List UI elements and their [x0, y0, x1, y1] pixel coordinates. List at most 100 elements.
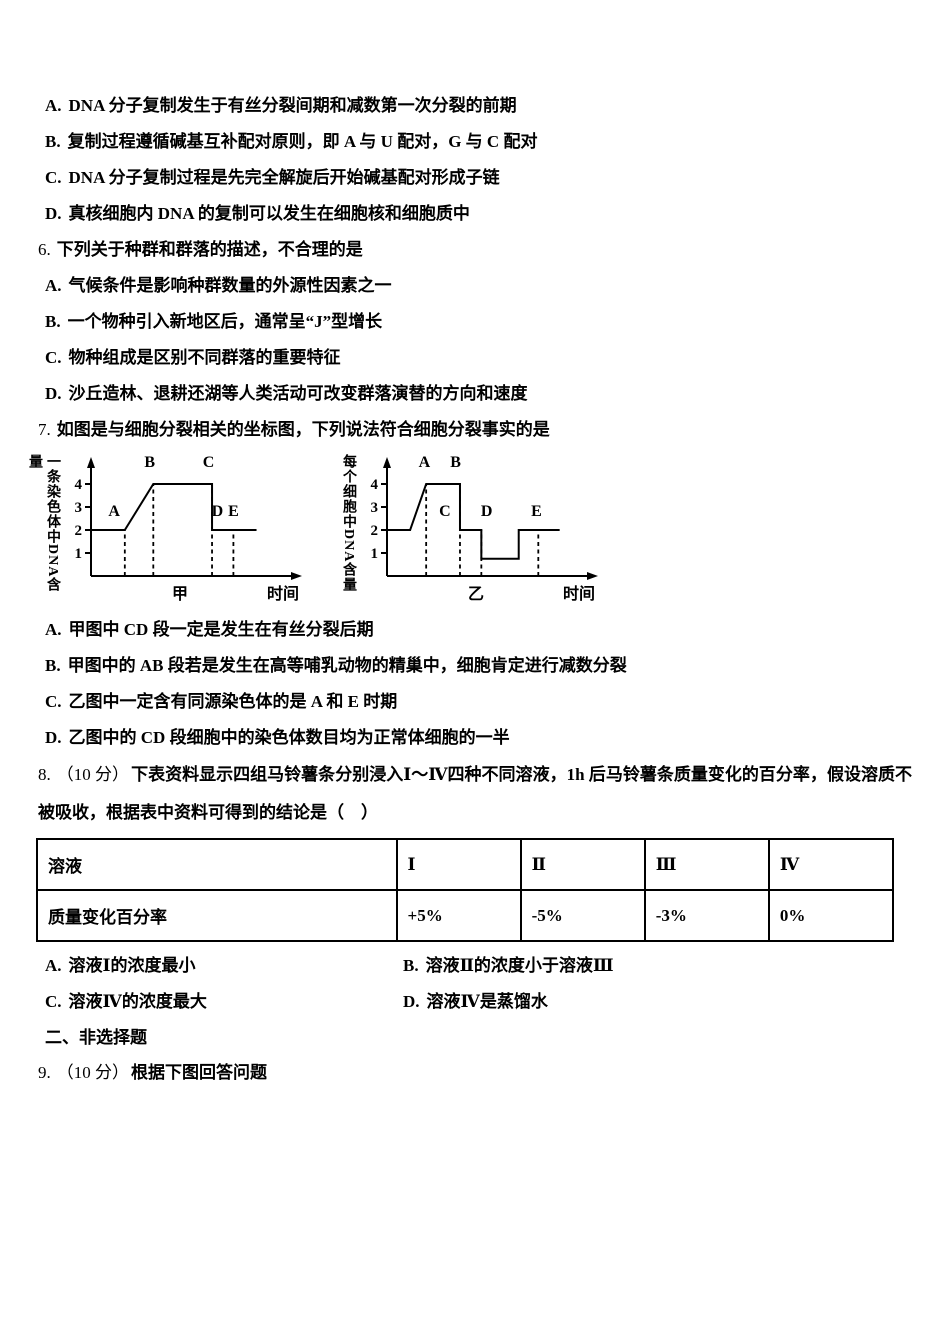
q8-option-b: B. 溶液Ⅱ的浓度小于溶液Ⅲ [403, 948, 912, 984]
q5-option-d: D. 真核细胞内 DNA 的复制可以发生在细胞核和细胞质中 [45, 196, 912, 232]
question-score: （10 分） [56, 765, 130, 784]
option-text: 一个物种引入新地区后，通常呈“J”型增长 [67, 312, 383, 331]
exam-page: A. DNA 分子复制发生于有丝分裂间期和减数第一次分裂的前期 B. 复制过程遵循碱… [27, 88, 912, 1091]
q5-option-b: B. 复制过程遵循碱基互补配对原则，即 A 与 U 配对，G 与 C 配对 [45, 124, 912, 160]
option-text: 复制过程遵循碱基互补配对原则，即 A 与 U 配对，G 与 C 配对 [67, 132, 538, 151]
q8-option-d: D. 溶液Ⅳ是蒸馏水 [403, 984, 912, 1020]
table-value-ii: -5% [519, 889, 646, 942]
table-value-iii: -3% [643, 889, 770, 942]
option-letter: B. [45, 312, 61, 331]
question-number: 7. [38, 420, 51, 439]
svg-text:1: 1 [371, 546, 379, 562]
q7-stem: 7. 如图是与细胞分裂相关的坐标图，下列说法符合细胞分裂事实的是 [38, 412, 912, 448]
table-value-i: +5% [395, 889, 522, 942]
question-score: （10 分） [56, 1063, 129, 1082]
svg-text:3: 3 [75, 500, 83, 516]
option-text: 溶液Ⅳ的浓度最大 [68, 992, 207, 1011]
svg-text:时间: 时间 [563, 584, 595, 603]
svg-text:2: 2 [371, 523, 379, 539]
table-value-iv: 0% [767, 889, 895, 942]
option-text: 乙图中一定含有同源染色体的是 A 和 E 时期 [68, 692, 398, 711]
chart-yi-y-axis-label: 每个细胞中DNA含量 [341, 454, 356, 593]
svg-text:时间: 时间 [267, 584, 299, 603]
question-9-stem: 9.（10 分）根据下图回答问题 [38, 1055, 912, 1091]
table-header-ii: Ⅱ [519, 838, 646, 891]
option-letter: D. [45, 384, 62, 403]
svg-text:E: E [531, 503, 542, 520]
svg-text:4: 4 [371, 477, 379, 493]
q7-option-d: D.乙图中的 CD 段细胞中的染色体数目均为正常体细胞的一半 [45, 720, 912, 756]
table-header-row: 溶液 Ⅰ Ⅱ Ⅲ Ⅳ [36, 838, 895, 891]
q8-option-a: A. 溶液Ⅰ的浓度最小 [45, 948, 403, 984]
svg-text:2: 2 [75, 523, 83, 539]
option-text: DNA 分子复制发生于有丝分裂间期和减数第一次分裂的前期 [68, 96, 517, 115]
option-letter: A. [45, 96, 62, 115]
q8-option-c: C. 溶液Ⅳ的浓度最大 [45, 984, 403, 1020]
option-letter: B. [45, 132, 61, 151]
q6-option-d: D.沙丘造林、退耕还湖等人类活动可改变群落演替的方向和速度 [45, 376, 912, 412]
option-text: 溶液Ⅱ的浓度小于溶液Ⅲ [425, 956, 614, 975]
q6-option-c: C. 物种组成是区别不同群落的重要特征 [45, 340, 912, 376]
table-header-iv: Ⅳ [767, 838, 895, 891]
option-text: DNA 分子复制过程是先完全解旋后开始碱基配对形成子链 [68, 168, 500, 187]
svg-text:甲: 甲 [172, 585, 188, 603]
section-2-title: 二、非选择题 [45, 1028, 147, 1047]
q5-option-c: C.DNA 分子复制过程是先完全解旋后开始碱基配对形成子链 [45, 160, 912, 196]
option-letter: A. [45, 276, 62, 295]
table-header-solution: 溶液 [36, 838, 398, 891]
q6-option-a: A.气候条件是影响种群数量的外源性因素之一 [45, 268, 912, 304]
chart-jia-y-axis-label: 一条染色体中DNA含量 [27, 454, 60, 593]
option-letter: D. [45, 728, 62, 747]
svg-text:C: C [203, 454, 215, 471]
q8-stem: 8.（10 分）下表资料显示四组马铃薯条分别浸入Ⅰ～Ⅳ四种不同溶液，1h 后马铃… [38, 756, 912, 832]
svg-text:A: A [108, 503, 120, 520]
option-text: 真核细胞内 DNA 的复制可以发生在细胞核和细胞质中 [68, 204, 470, 223]
question-6: 6.下列关于种群和群落的描述，不合理的是 A.气候条件是影响种群数量的外源性因素… [38, 232, 912, 412]
svg-text:C: C [439, 503, 451, 520]
option-letter: C. [45, 692, 62, 711]
question-7: 7. 如图是与细胞分裂相关的坐标图，下列说法符合细胞分裂事实的是 一条染色体中DN… [27, 412, 912, 756]
svg-text:B: B [144, 454, 155, 471]
table-data-row: 质量变化百分率 +5% -5% -3% 0% [36, 889, 895, 942]
svg-text:4: 4 [75, 477, 83, 493]
option-letter: B. [403, 956, 419, 975]
option-letter: D. [403, 992, 420, 1011]
question-8: 8.（10 分）下表资料显示四组马铃薯条分别浸入Ⅰ～Ⅳ四种不同溶液，1h 后马铃… [36, 756, 912, 1020]
svg-text:A: A [419, 454, 431, 471]
q6-stem: 6.下列关于种群和群落的描述，不合理的是 [38, 232, 912, 268]
option-letter: A. [45, 620, 62, 639]
q7-option-b: B.甲图中的 AB 段若是发生在高等哺乳动物的精巢中，细胞肯定进行减数分裂 [45, 648, 912, 684]
table-header-i: Ⅰ [395, 838, 522, 891]
option-letter: D. [45, 204, 62, 223]
question-text: 下表资料显示四组马铃薯条分别浸入Ⅰ～Ⅳ四种不同溶液，1h 后马铃薯条质量变化的百… [38, 765, 913, 822]
option-text: 甲图中 CD 段一定是发生在有丝分裂后期 [68, 620, 374, 639]
question-5-options: A. DNA 分子复制发生于有丝分裂间期和减数第一次分裂的前期 B. 复制过程遵循碱… [45, 88, 912, 232]
question-number: 9. [38, 1063, 51, 1082]
option-letter: C. [45, 992, 62, 1011]
q5-option-a: A. DNA 分子复制发生于有丝分裂间期和减数第一次分裂的前期 [45, 88, 912, 124]
svg-text:1: 1 [75, 546, 83, 562]
option-letter: B. [45, 656, 61, 675]
question-number: 6. [38, 240, 51, 259]
svg-text:B: B [450, 454, 461, 471]
svg-text:D: D [212, 503, 224, 520]
q6-option-b: B. 一个物种引入新地区后，通常呈“J”型增长 [45, 304, 912, 340]
option-text: 溶液Ⅳ是蒸馏水 [426, 992, 548, 1011]
question-text: 如图是与细胞分裂相关的坐标图，下列说法符合细胞分裂事实的是 [56, 420, 550, 439]
q7-option-c: C. 乙图中一定含有同源染色体的是 A 和 E 时期 [45, 684, 912, 720]
option-text: 物种组成是区别不同群落的重要特征 [68, 348, 341, 367]
svg-text:D: D [481, 503, 493, 520]
option-letter: A. [45, 956, 62, 975]
q8-options: A. 溶液Ⅰ的浓度最小 B. 溶液Ⅱ的浓度小于溶液Ⅲ C. 溶液Ⅳ的浓度最大 D. 溶液… [45, 948, 912, 1020]
table-header-iii: Ⅲ [643, 838, 770, 891]
option-text: 溶液Ⅰ的浓度最小 [68, 956, 196, 975]
q7-option-a: A. 甲图中 CD 段一定是发生在有丝分裂后期 [45, 612, 912, 648]
svg-text:乙: 乙 [468, 586, 484, 603]
option-letter: C. [45, 348, 62, 367]
table-row-label: 质量变化百分率 [36, 889, 398, 942]
